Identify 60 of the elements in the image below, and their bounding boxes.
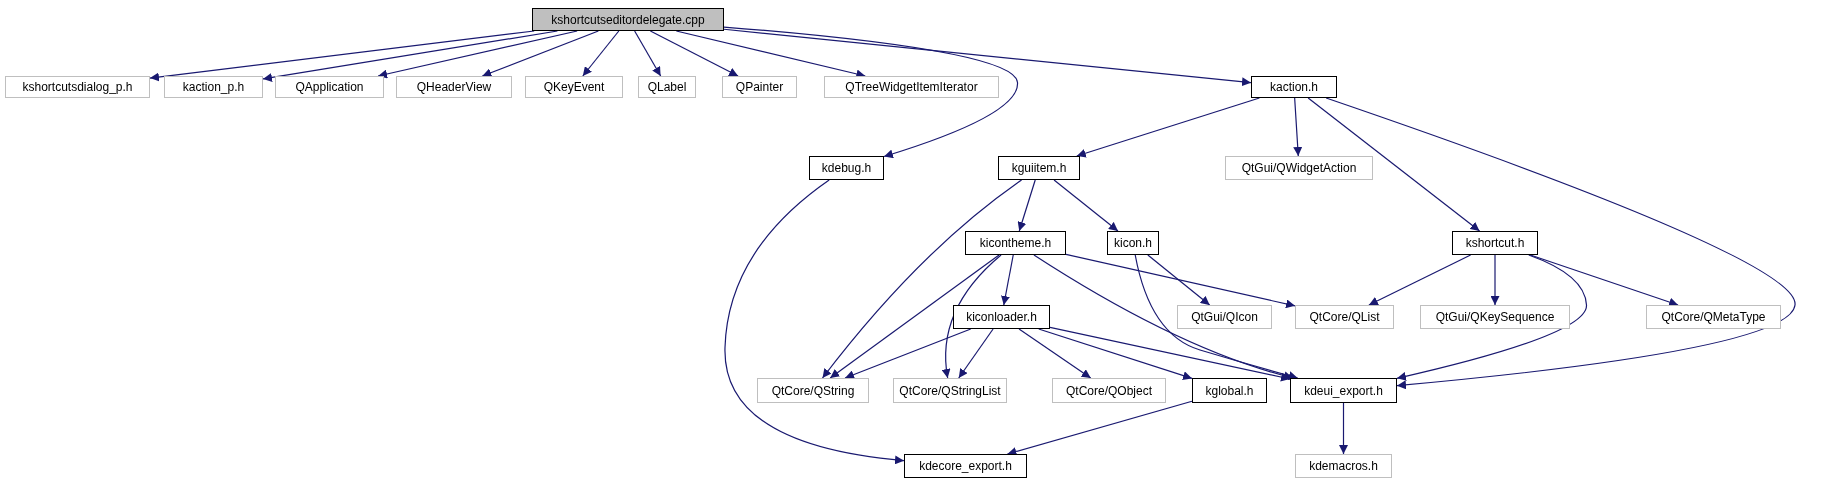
arrow <box>377 30 578 79</box>
arrow <box>1325 97 1796 390</box>
arrow <box>941 254 1002 379</box>
arrow <box>1339 402 1348 455</box>
header-file-box: kicon.h <box>1107 231 1159 255</box>
arrow <box>844 328 972 379</box>
arrow <box>481 30 599 77</box>
header-file-box: kguiitem.h <box>998 156 1080 180</box>
arrow <box>724 179 905 465</box>
header-file-box: QtCore/QList <box>1295 305 1394 329</box>
arrow <box>1307 97 1481 232</box>
arrow <box>1049 326 1291 382</box>
arrow <box>829 254 1000 379</box>
arrow <box>1018 328 1092 379</box>
header-file-box: QtCore/QMetaType <box>1646 305 1781 329</box>
arrow <box>821 179 1023 379</box>
arrow <box>1293 97 1303 157</box>
header-file-box: QtGui/QWidgetAction <box>1225 156 1373 180</box>
arrow <box>634 30 662 77</box>
arrow <box>1065 253 1296 309</box>
header-file-box: kdemacros.h <box>1295 454 1392 478</box>
arrow <box>723 28 1252 87</box>
header-file-box: QtGui/QIcon <box>1177 305 1272 329</box>
header-file-box: QKeyEvent <box>525 76 623 98</box>
header-file-box: kshortcut.h <box>1452 231 1538 255</box>
arrow <box>1001 254 1014 306</box>
header-file-box: QtCore/QStringList <box>893 378 1007 403</box>
arrow <box>958 328 994 379</box>
arrow <box>1396 254 1588 381</box>
header-file-box: kaction.h <box>1251 76 1337 98</box>
header-file-box: QtCore/QString <box>757 378 869 403</box>
arrow <box>1368 254 1472 306</box>
arrow <box>1006 400 1193 456</box>
header-file-box: kdebug.h <box>809 156 884 180</box>
arrow <box>1134 254 1299 380</box>
header-file-box: kshortcutsdialog_p.h <box>5 76 150 98</box>
arrow <box>1490 254 1500 306</box>
header-file-box: kiconloader.h <box>953 305 1050 329</box>
header-file-box: QtGui/QKeySequence <box>1420 305 1570 329</box>
header-file-box: kdecore_export.h <box>904 454 1027 478</box>
arrow <box>649 30 739 77</box>
arrow <box>1053 179 1119 232</box>
header-file-box: QLabel <box>638 76 696 98</box>
arrow <box>1017 179 1036 232</box>
header-file-box: QTreeWidgetItemIterator <box>824 76 999 98</box>
source-file-box: kshortcutseditordelegate.cpp <box>532 8 724 31</box>
arrow <box>1076 97 1260 158</box>
arrow <box>1147 254 1211 306</box>
header-file-box: QHeaderView <box>396 76 512 98</box>
header-file-box: kdeui_export.h <box>1290 378 1397 403</box>
header-file-box: kaction_p.h <box>164 76 263 98</box>
header-file-box: QApplication <box>275 76 384 98</box>
header-file-box: kglobal.h <box>1192 378 1267 403</box>
header-file-box: QPainter <box>722 76 797 98</box>
header-file-box: QtCore/QObject <box>1052 378 1166 403</box>
arrow <box>723 26 1019 159</box>
arrow <box>582 30 620 77</box>
header-file-box: kicontheme.h <box>965 231 1066 255</box>
arrow <box>149 30 535 82</box>
arrow <box>1038 328 1193 380</box>
